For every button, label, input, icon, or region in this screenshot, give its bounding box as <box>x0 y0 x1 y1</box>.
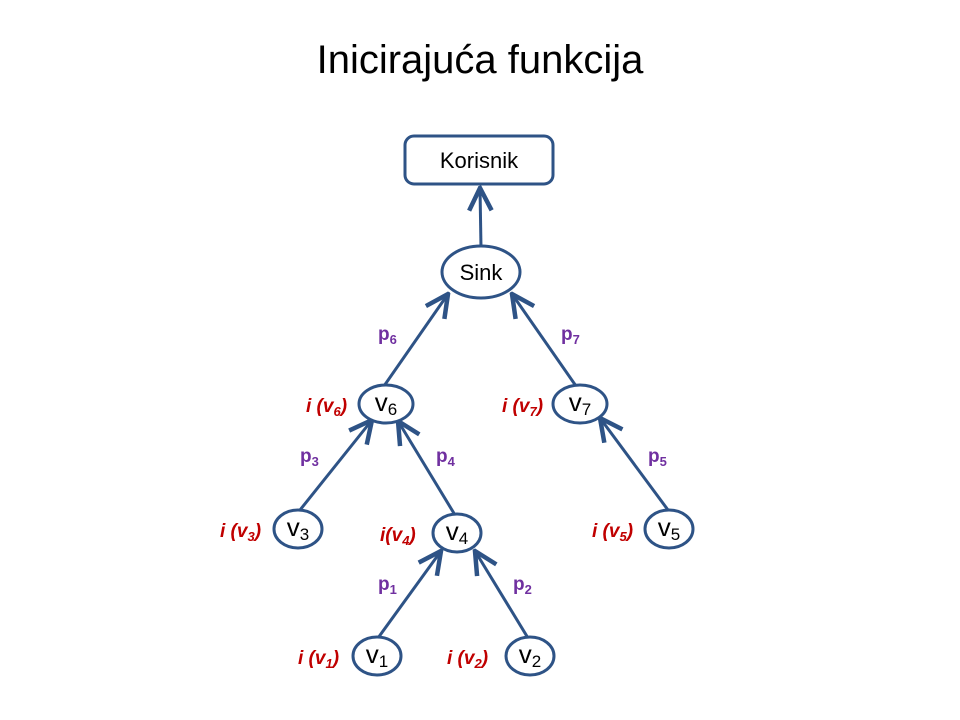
svg-text:v4: v4 <box>446 516 468 548</box>
edge-v5-v7 <box>600 418 670 511</box>
slide-title: Inicirajuća funkcija <box>316 38 644 82</box>
v2-sub: 2 <box>532 652 541 671</box>
v3-base: v <box>287 512 300 542</box>
i-labels: i (v6) i (v7) i (v3) i(v4) i (v5) i (v1)… <box>220 396 633 671</box>
label-p5: p5 <box>648 446 667 469</box>
v2-base: v <box>519 639 532 669</box>
edges <box>298 188 670 639</box>
label-i-v6: i (v6) <box>306 396 347 419</box>
label-p6: p6 <box>378 324 397 347</box>
v7-base: v <box>569 387 582 417</box>
v2-node: v2 <box>504 635 556 677</box>
v6-sub: 6 <box>388 400 397 419</box>
label-i-v1: i (v1) <box>298 648 339 671</box>
v4-node: v4 <box>431 512 483 554</box>
edge-v6-sink <box>382 294 448 387</box>
edge-v3-v6 <box>298 420 372 511</box>
v5-base: v <box>658 512 671 542</box>
korisnik-node: Korisnik <box>403 134 555 186</box>
label-i-v7: i (v7) <box>502 396 543 419</box>
svg-text:v3: v3 <box>287 512 309 544</box>
label-i-v5: i (v5) <box>592 521 633 544</box>
v3-node: v3 <box>272 508 324 550</box>
svg-text:v5: v5 <box>658 512 680 544</box>
edge-v1-v4 <box>376 551 441 639</box>
edge-v7-sink <box>512 294 578 387</box>
edge-sink-korisnik <box>480 188 481 249</box>
v5-node: v5 <box>643 508 695 550</box>
label-p1: p1 <box>378 574 397 597</box>
label-i-v4: i(v4) <box>380 525 416 548</box>
v6-base: v <box>375 387 388 417</box>
label-p4: p4 <box>436 446 456 469</box>
svg-text:v7: v7 <box>569 387 591 419</box>
edge-v4-v6 <box>398 421 457 516</box>
label-p7: p7 <box>561 324 580 347</box>
edge-v2-v4 <box>475 551 530 639</box>
sink-node: Sink <box>440 244 522 300</box>
edge-labels: p6 p7 p3 p4 p5 p1 p2 <box>300 324 667 597</box>
v7-sub: 7 <box>582 400 591 419</box>
sink-label: Sink <box>460 260 504 285</box>
svg-text:v1: v1 <box>366 639 388 671</box>
v1-sub: 1 <box>379 652 388 671</box>
v1-base: v <box>366 639 379 669</box>
v4-sub: 4 <box>459 529 468 548</box>
v1-node: v1 <box>351 635 403 677</box>
label-i-v3: i (v3) <box>220 521 261 544</box>
svg-text:v2: v2 <box>519 639 541 671</box>
svg-text:v6: v6 <box>375 387 397 419</box>
v5-sub: 5 <box>671 525 680 544</box>
label-p3: p3 <box>300 446 319 469</box>
label-p2: p2 <box>513 574 532 597</box>
v6-node: v6 <box>357 383 415 425</box>
v4-base: v <box>446 516 459 546</box>
label-i-v2: i (v2) <box>447 648 488 671</box>
v7-node: v7 <box>551 383 609 425</box>
korisnik-label: Korisnik <box>440 148 519 173</box>
v3-sub: 3 <box>300 525 309 544</box>
